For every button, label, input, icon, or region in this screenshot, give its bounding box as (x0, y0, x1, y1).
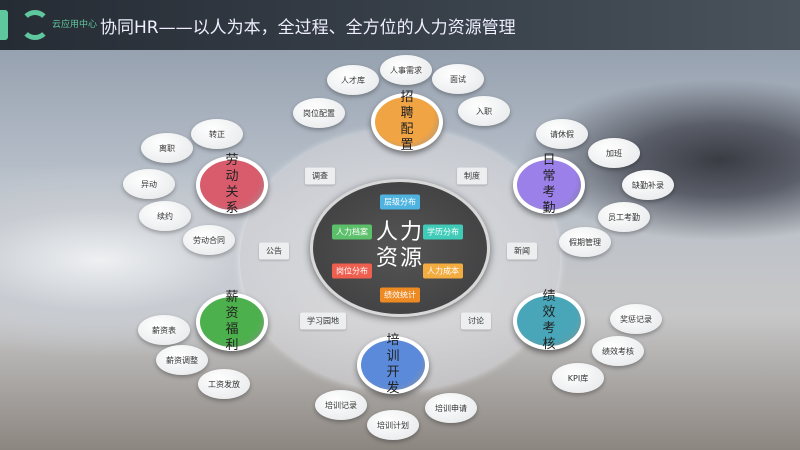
center-tag[interactable]: 学历分布 (423, 224, 463, 240)
logo-text: 云应用中心 (52, 20, 98, 30)
sub-item-bubble[interactable]: 加班 (588, 138, 640, 168)
sub-item-bubble[interactable]: 培训记录 (315, 390, 367, 420)
center-tag[interactable]: 绩效统计 (380, 287, 420, 303)
ring-tag[interactable]: 调查 (305, 167, 335, 185)
sub-item-bubble[interactable]: 劳动合同 (183, 225, 235, 255)
sub-item-bubble[interactable]: 缺勤补录 (622, 170, 674, 200)
center-tag[interactable]: 层级分布 (380, 194, 420, 210)
center-label: 人力资源 (375, 220, 424, 271)
center-tag[interactable]: 人力成本 (423, 263, 463, 279)
module-hub[interactable]: 培训开发 (357, 333, 429, 396)
ring-tag[interactable]: 学习园地 (300, 312, 346, 330)
module-hub[interactable]: 招聘配置 (371, 90, 443, 153)
sub-item-bubble[interactable]: 假期管理 (559, 227, 611, 257)
ring-tag[interactable]: 制度 (457, 167, 487, 185)
logo-icon (20, 10, 50, 40)
sub-item-bubble[interactable]: 异动 (123, 169, 175, 199)
module-hub[interactable]: 劳动关系 (196, 153, 268, 216)
center-tag[interactable]: 岗位分布 (332, 263, 372, 279)
sub-item-bubble[interactable]: 薪资表 (138, 315, 190, 345)
sub-item-bubble[interactable]: 面试 (432, 64, 484, 94)
header-accent (0, 10, 8, 40)
sub-item-bubble[interactable]: 岗位配置 (293, 98, 345, 128)
sub-item-bubble[interactable]: 工资发放 (198, 369, 250, 399)
sub-item-bubble[interactable]: 员工考勤 (598, 202, 650, 232)
sub-item-bubble[interactable]: KPI库 (552, 363, 604, 393)
sub-item-bubble[interactable]: 人事需求 (380, 55, 432, 85)
module-hub[interactable]: 绩效考核 (513, 289, 585, 352)
center-tag[interactable]: 人力档案 (332, 224, 372, 240)
sub-item-bubble[interactable]: 请休假 (536, 119, 588, 149)
ring-tag[interactable]: 新闻 (507, 242, 537, 260)
ring-tag[interactable]: 公告 (259, 242, 289, 260)
sub-item-bubble[interactable]: 续约 (139, 201, 191, 231)
page-title: 协同HR——以人为本，全过程、全方位的人力资源管理 (100, 18, 516, 38)
sub-item-bubble[interactable]: 绩效考核 (592, 336, 644, 366)
sub-item-bubble[interactable]: 培训申请 (425, 393, 477, 423)
sub-item-bubble[interactable]: 转正 (191, 119, 243, 149)
sub-item-bubble[interactable]: 入职 (458, 96, 510, 126)
sub-item-bubble[interactable]: 离职 (141, 133, 193, 163)
sub-item-bubble[interactable]: 奖惩记录 (610, 304, 662, 334)
module-hub[interactable]: 日常考勤 (513, 153, 585, 216)
sub-item-bubble[interactable]: 培训计划 (367, 410, 419, 440)
sub-item-bubble[interactable]: 人才库 (327, 65, 379, 95)
header-bar: 云应用中心 协同HR——以人为本，全过程、全方位的人力资源管理 (0, 0, 800, 50)
module-hub[interactable]: 薪资福利 (196, 290, 268, 353)
ring-tag[interactable]: 讨论 (461, 312, 491, 330)
sub-item-bubble[interactable]: 薪资调整 (156, 345, 208, 375)
